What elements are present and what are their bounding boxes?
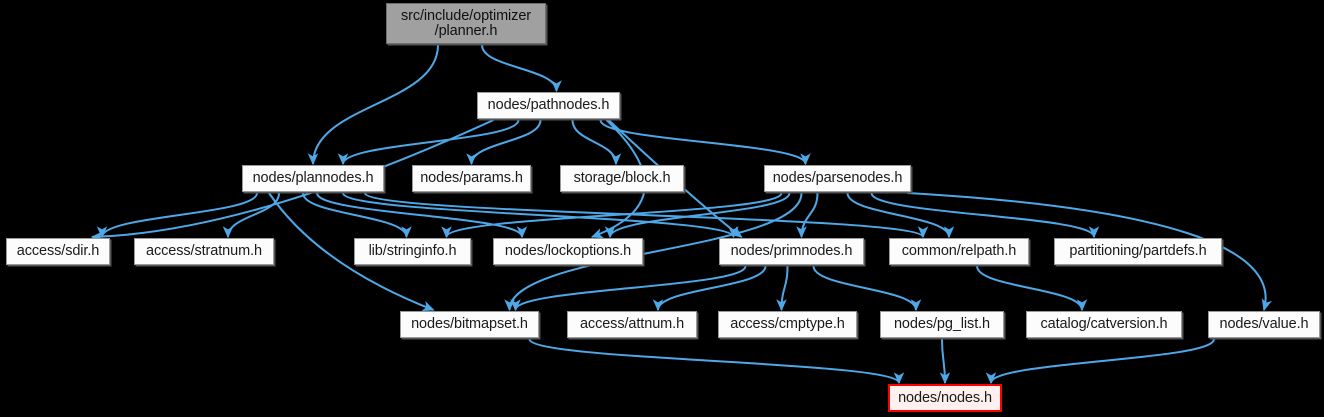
- graph-node-attnum[interactable]: access/attnum.h: [567, 311, 697, 338]
- graph-edge-plannodes-to-lockoptions: [317, 193, 522, 237]
- graph-node-catversion[interactable]: catalog/catversion.h: [1026, 311, 1182, 338]
- graph-node-partdefs[interactable]: partitioning/partdefs.h: [1054, 238, 1222, 265]
- graph-edge-pathnodes-to-block: [573, 120, 617, 164]
- graph-edge-plannodes-to-stratnum: [228, 193, 279, 237]
- graph-node-bitmapset[interactable]: nodes/bitmapset.h: [400, 311, 539, 338]
- graph-edge-pathnodes-to-parsenodes: [601, 120, 806, 164]
- graph-edge-planner-to-plannodes: [313, 45, 438, 164]
- graph-edge-bitmapset-to-nodes: [530, 339, 900, 383]
- graph-edge-plannodes-to-sdir: [102, 193, 257, 237]
- graph-edge-relpath-to-catversion: [977, 266, 1082, 310]
- graph-node-pg_list[interactable]: nodes/pg_list.h: [880, 311, 1004, 338]
- graph-edge-parsenodes-to-partdefs: [872, 193, 1095, 237]
- graph-node-stringinfo[interactable]: lib/stringinfo.h: [354, 238, 471, 265]
- graph-node-relpath[interactable]: common/relpath.h: [889, 238, 1029, 265]
- graph-edge-primnodes-to-cmptype: [782, 266, 788, 310]
- graph-node-block[interactable]: storage/block.h: [560, 165, 684, 192]
- graph-node-lockoptions[interactable]: nodes/lockoptions.h: [493, 238, 643, 265]
- graph-node-nodes[interactable]: nodes/nodes.h: [888, 384, 1002, 412]
- graph-edge-value-to-nodes: [991, 339, 1214, 383]
- graph-edge-parsenodes-to-relpath: [848, 193, 950, 237]
- graph-edge-primnodes-to-attnum: [658, 266, 766, 310]
- graph-node-planner[interactable]: src/include/optimizer /planner.h: [386, 3, 546, 44]
- graph-node-value[interactable]: nodes/value.h: [1208, 311, 1320, 338]
- graph-edge-plannodes-to-relpath: [365, 193, 923, 237]
- graph-edge-pg_list-to-nodes: [942, 339, 945, 383]
- graph-edge-pathnodes-to-params: [472, 120, 541, 164]
- graph-node-pathnodes[interactable]: nodes/pathnodes.h: [477, 92, 620, 119]
- graph-edge-primnodes-to-pg_list: [814, 266, 917, 310]
- graph-edge-plannodes-to-stringinfo: [303, 193, 407, 237]
- graph-node-stratnum[interactable]: access/stratnum.h: [134, 238, 274, 265]
- graph-edge-primnodes-to-bitmapset: [516, 266, 746, 310]
- graph-node-params[interactable]: nodes/params.h: [412, 165, 531, 192]
- graph-edge-parsenodes-to-primnodes: [802, 193, 818, 237]
- graph-node-plannodes[interactable]: nodes/plannodes.h: [242, 165, 384, 192]
- graph-edge-pathnodes-to-plannodes: [343, 120, 519, 164]
- graph-node-cmptype[interactable]: access/cmptype.h: [718, 311, 857, 338]
- graph-node-parsenodes[interactable]: nodes/parsenodes.h: [764, 165, 911, 192]
- graph-node-primnodes[interactable]: nodes/primnodes.h: [719, 238, 864, 265]
- graph-edge-parsenodes-to-stringinfo: [447, 193, 782, 237]
- graph-edge-planner-to-pathnodes: [482, 45, 557, 91]
- graph-edge-plannodes-to-primnodes: [343, 193, 734, 237]
- graph-node-sdir[interactable]: access/sdir.h: [6, 238, 110, 265]
- graph-edge-parsenodes-to-lockoptions: [610, 193, 790, 237]
